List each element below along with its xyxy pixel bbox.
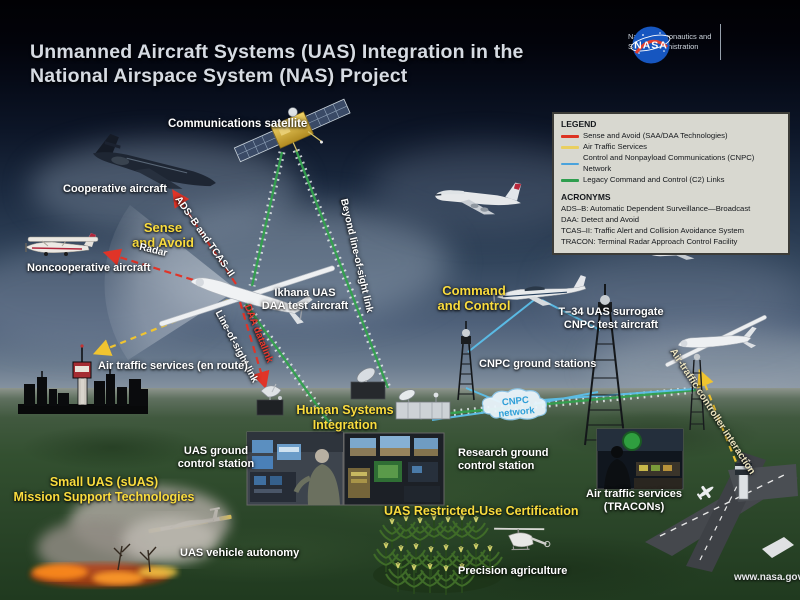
legend-item-label: Air Traffic Services xyxy=(583,141,647,151)
nasa-logo-icon: NASA xyxy=(630,26,671,64)
label-hsi: Human Systems Integration xyxy=(296,403,394,432)
label-uas-gcs: UAS ground control station xyxy=(177,445,255,470)
svg-text:NASA: NASA xyxy=(634,40,668,52)
acronym-item: TRACON: Terminal Radar Approach Control … xyxy=(561,236,738,246)
legend-item: Control and Nonpayload Communications (C… xyxy=(561,153,781,175)
tracon-photo xyxy=(596,428,684,490)
legend-item-label: Legacy Command and Control (C2) Links xyxy=(583,174,725,184)
radar-cone xyxy=(104,205,238,360)
label-command-control: Command and Control xyxy=(437,283,511,314)
poster-title: Unmanned Aircraft Systems (UAS) Integrat… xyxy=(30,40,524,89)
label-atc-tracons: Air traffic services (TRACONs) xyxy=(586,488,682,513)
legend-item: Air Traffic Services xyxy=(561,142,781,153)
legend-panel: LEGEND Sense and Avoid (SAA/DAA Technolo… xyxy=(552,112,790,256)
label-research-gcs: Research ground control station xyxy=(458,447,549,472)
helicopter-uas-icon xyxy=(494,527,551,551)
sense-avoid-links xyxy=(102,189,270,390)
satellite-icon xyxy=(233,98,351,163)
t34-aircraft-icon xyxy=(493,275,587,306)
ground-station-dish-a xyxy=(256,383,284,416)
title-line-2: National Airspace System (NAS) Project xyxy=(30,65,408,88)
cnpc-tower-small xyxy=(457,321,475,401)
runway-aircraft-icon xyxy=(697,485,714,500)
acronyms-title: ACRONYMS xyxy=(561,191,611,202)
ground-station-dish-b xyxy=(350,367,386,400)
legend-title: LEGEND xyxy=(561,119,597,129)
ground-station-trailer xyxy=(395,389,451,420)
nasa-header: National Aeronautics and Space Administr… xyxy=(628,24,722,64)
airliner-icon xyxy=(435,182,522,215)
cnpc-cloud xyxy=(481,388,547,421)
cnpc-tower-right xyxy=(689,353,705,431)
uas-gcs-photo xyxy=(246,431,344,506)
wildfire xyxy=(30,486,230,587)
label-cnpc-network: CNPC network xyxy=(497,394,536,421)
c2-links xyxy=(243,148,697,427)
acronym-item: TCAS–II: Traffic Alert and Collision Avo… xyxy=(561,225,745,235)
acronym-item: ADS–B: Automatic Dependent Surveillance—… xyxy=(561,203,751,213)
legend-swatch-green xyxy=(561,178,579,182)
legend-swatch-red xyxy=(561,135,579,138)
airport-tower-icon xyxy=(735,456,752,500)
atc-tower-icon xyxy=(72,344,92,406)
title-line-1: Unmanned Aircraft Systems (UAS) Integrat… xyxy=(30,41,524,63)
label-cooperative-aircraft: Cooperative aircraft xyxy=(63,183,167,195)
legend-item: Sense and Avoid (SAA/DAA Technologies) xyxy=(561,131,781,142)
label-small-uas: Small UAS (sUAS) Mission Support Technol… xyxy=(13,475,195,504)
legend-swatch-blue xyxy=(561,162,579,166)
label-atc-enroute: Air traffic services (en route) xyxy=(98,360,248,372)
cooperative-aircraft-icon xyxy=(93,133,216,189)
label-sense-and-avoid: Sense and Avoid xyxy=(132,220,194,251)
uas-drone-right-icon xyxy=(665,315,767,367)
divider xyxy=(720,24,722,60)
corn-field xyxy=(373,513,503,596)
legend-item-label: Sense and Avoid (SAA/DAA Technologies) xyxy=(583,131,728,140)
city-skyline xyxy=(18,344,148,414)
acronym-item: DAA: Detect and Avoid xyxy=(561,214,640,224)
label-uas-cert: UAS Restricted-Use Certification xyxy=(384,504,579,518)
label-cnpc-ground: CNPC ground stations xyxy=(479,358,597,370)
label-noncooperative-aircraft: Noncooperative aircraft xyxy=(27,262,151,274)
label-precision-ag: Precision agriculture xyxy=(458,565,568,577)
legend-item-label: Control and Nonpayload Communications (C… xyxy=(583,152,755,173)
label-ikhana: Ikhana UAS DAA test aircraft xyxy=(261,287,349,312)
label-uas-autonomy: UAS vehicle autonomy xyxy=(180,547,300,559)
label-communications-satellite: Communications satellite xyxy=(168,118,308,130)
airport-runways xyxy=(645,452,798,572)
research-gcs-photo xyxy=(343,432,445,506)
nasa-url: www.nasa.gov xyxy=(734,572,800,583)
label-t34: T–34 UAS surrogate CNPC test aircraft xyxy=(558,306,664,331)
ikhana-uas-icon xyxy=(159,265,335,327)
noncooperative-aircraft-icon xyxy=(25,233,99,256)
legend-item: Legacy Command and Control (C2) Links xyxy=(561,175,781,186)
legend-swatch-yellow xyxy=(561,146,579,149)
